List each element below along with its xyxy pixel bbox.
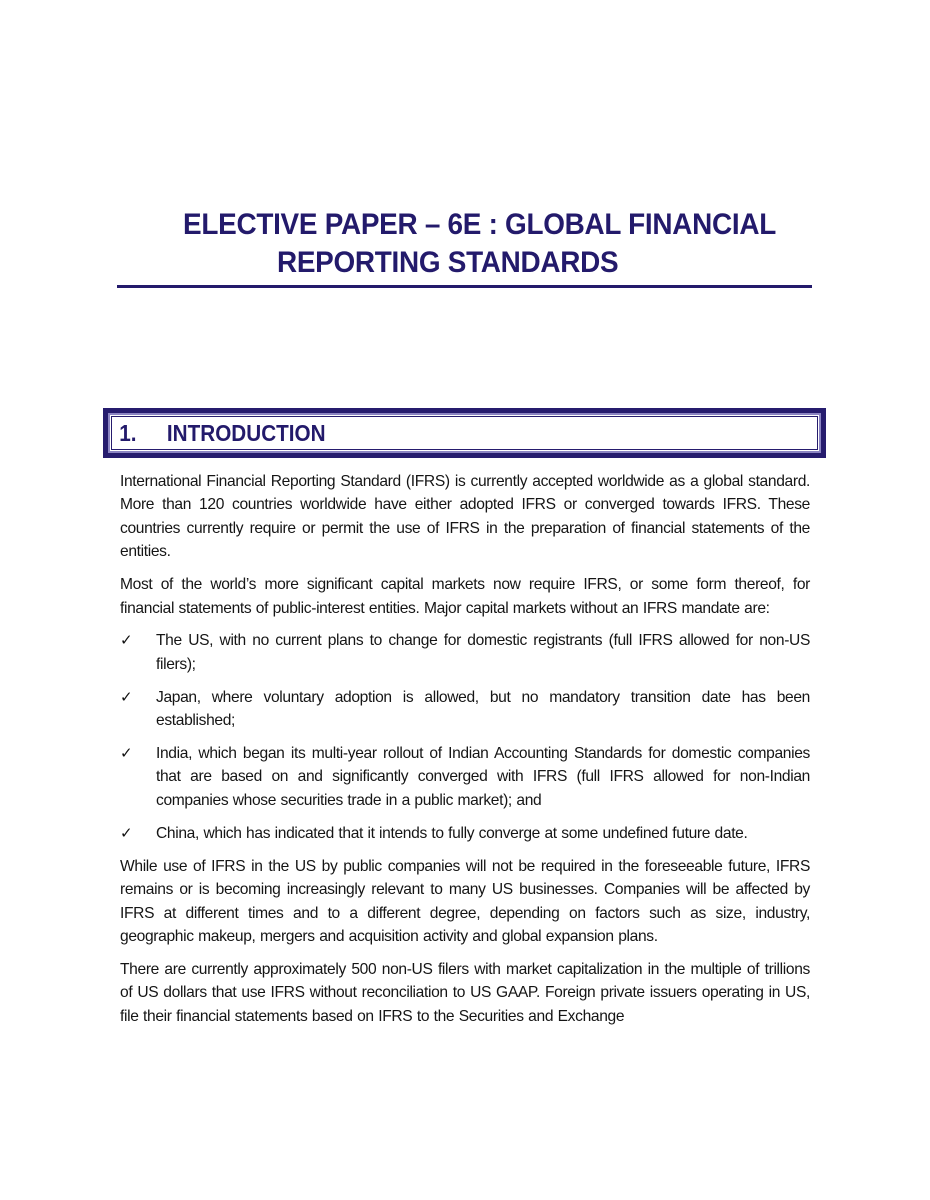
list-item: ✓ China, which has indicated that it int…	[120, 822, 810, 845]
list-item-text: The US, with no current plans to change …	[156, 632, 810, 673]
page-title: ELECTIVE PAPER – 6E : GLOBAL FINANCIAL R…	[117, 206, 812, 282]
list-item-text: India, which began its multi-year rollou…	[156, 745, 810, 809]
list-item: ✓ India, which began its multi-year roll…	[120, 742, 810, 812]
section-title: INTRODUCTION	[166, 420, 326, 446]
section-heading-box: 1. INTRODUCTION	[103, 408, 826, 458]
page-title-line-2: REPORTING STANDARDS	[276, 246, 619, 279]
section-heading: 1. INTRODUCTION	[112, 419, 326, 447]
checkmark-icon: ✓	[120, 745, 133, 763]
paragraph-ifrs-overview: International Financial Reporting Standa…	[120, 473, 810, 561]
paragraph-non-us-filers: There are currently approximately 500 no…	[120, 960, 810, 1025]
markets-without-mandate-list: ✓ The US, with no current plans to chang…	[120, 629, 810, 845]
section-number: 1.	[119, 420, 137, 446]
paragraph-capital-markets: Most of the world’s more significant cap…	[120, 576, 810, 617]
checkmark-icon: ✓	[120, 632, 133, 650]
body-content: International Financial Reporting Standa…	[120, 470, 810, 1038]
list-item-text: Japan, where voluntary adoption is allow…	[156, 688, 810, 730]
title-underline-divider	[117, 285, 812, 288]
list-item: ✓ The US, with no current plans to chang…	[120, 629, 810, 676]
list-item: ✓ Japan, where voluntary adoption is all…	[120, 686, 810, 733]
list-item-text: China, which has indicated that it inten…	[156, 824, 748, 842]
checkmark-icon: ✓	[120, 824, 133, 842]
section-heading-inner-frame: 1. INTRODUCTION	[111, 416, 818, 450]
page-title-line-1: ELECTIVE PAPER – 6E : GLOBAL FINANCIAL	[183, 208, 776, 241]
checkmark-icon: ✓	[120, 688, 133, 706]
paragraph-us-relevance: While use of IFRS in the US by public co…	[120, 857, 810, 945]
